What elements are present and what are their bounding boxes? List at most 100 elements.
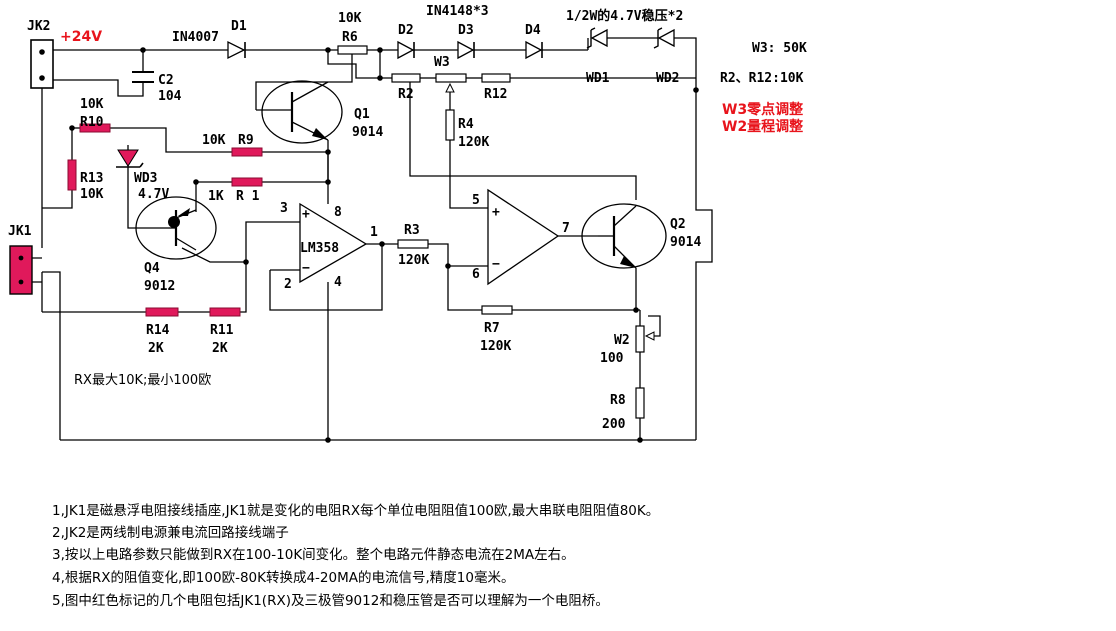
zener-wd2 (653, 27, 675, 49)
label-c2: C2 (158, 73, 174, 88)
label-d1-part: IN4007 (172, 30, 219, 45)
zener-wd3 (116, 149, 144, 168)
resistor-r8 (635, 387, 645, 419)
note-3: 3,按以上电路参数只能做到RX在100-10K间变化。整个电路元件静态电流在2M… (52, 547, 575, 563)
resistor-r12 (481, 73, 511, 83)
label-r2: R2 (398, 87, 414, 102)
opamp-a-pin-v: 8 (334, 205, 342, 220)
label-r8-value: 200 (602, 417, 626, 432)
opamp-a-pin-gnd: 4 (334, 275, 342, 290)
opamp-b-pin-plus: 5 (472, 193, 480, 208)
label-jk2: JK2 (27, 19, 50, 34)
label-q1: Q1 (354, 107, 370, 122)
opamp-a-pin-out: 1 (370, 225, 378, 240)
note-1: 1,JK1是磁悬浮电阻接线插座,JK1就是变化的电阻RX每个单位电阻阻值100欧… (52, 503, 660, 519)
adjust-note-w3: W3零点调整 (722, 101, 804, 118)
resistor-r13 (67, 159, 77, 191)
label-q1-part: 9014 (352, 125, 383, 140)
label-rx-range: RX最大10K;最小100欧 (74, 373, 211, 388)
wires (40, 37, 713, 441)
label-jk1: JK1 (8, 224, 32, 239)
resistor-r2 (391, 73, 421, 83)
spec-w3: W3: 50K (752, 41, 807, 56)
zener-wd1 (586, 27, 608, 49)
component-labels: JK2 +24V JK1 IN4007 D1 C2 104 10K R6 D2 … (8, 4, 807, 432)
pot-w2 (635, 325, 655, 353)
svg-text:+: + (492, 205, 500, 220)
label-r12: R12 (484, 87, 507, 102)
transistor-q2 (581, 203, 667, 269)
label-r6-value: 10K (338, 11, 362, 26)
label-r13: R13 (80, 171, 103, 186)
svg-text:+: + (302, 207, 310, 222)
opamp-a (299, 202, 368, 284)
label-zener-part: 1/2W的4.7V稳压*2 (566, 8, 683, 24)
label-d1: D1 (231, 19, 247, 34)
label-c2-value: 104 (158, 89, 182, 104)
resistor-r9 (231, 147, 263, 157)
resistor-r10 (79, 123, 111, 133)
jk1-connector (9, 245, 42, 295)
resistor-r11 (209, 307, 241, 317)
resistor-r3 (397, 239, 429, 249)
label-q4: Q4 (144, 261, 160, 276)
label-r1: R 1 (236, 189, 260, 204)
label-w2-value: 100 (600, 351, 624, 366)
note-4: 4,根据RX的阻值变化,即100欧-80K转换成4-20MA的电流信号,精度10… (52, 570, 515, 586)
label-r14-value: 2K (148, 341, 164, 356)
label-r4: R4 (458, 117, 474, 132)
opamp-a-pin-minus: 2 (284, 277, 292, 292)
label-q2-part: 9014 (670, 235, 701, 250)
label-r1-value: 1K (208, 189, 224, 204)
label-opamp: LM358 (300, 241, 339, 256)
svg-text:−: − (492, 257, 500, 272)
label-d2: D2 (398, 23, 414, 38)
label-q2: Q2 (670, 217, 686, 232)
opamp-b-pin-out: 7 (562, 221, 570, 236)
resistor-r14 (145, 307, 179, 317)
label-w3: W3 (434, 55, 450, 70)
note-2: 2,JK2是两线制电源兼电流回路接线端子 (52, 525, 289, 541)
note-5: 5,图中红色标记的几个电阻包括JK1(RX)及三极管9012和稳压管是否可以理解… (52, 593, 609, 609)
label-r13-value: 10K (80, 187, 104, 202)
transistor-q1 (256, 80, 343, 144)
diode-d3 (457, 40, 475, 60)
adjust-note-w2: W2量程调整 (722, 118, 804, 135)
label-r8: R8 (610, 393, 626, 408)
label-wd2: WD2 (656, 71, 679, 86)
label-wd1: WD1 (586, 71, 610, 86)
opamp-b (487, 188, 560, 286)
label-wd3-value: 4.7V (138, 187, 169, 202)
jk2-connector (30, 39, 54, 89)
opamp-b-pin-minus: 6 (472, 267, 480, 282)
label-r10: R10 (80, 115, 104, 130)
capacitor-c2 (132, 71, 154, 83)
resistor-r7 (481, 305, 513, 315)
opamp-a-pin-plus: 3 (280, 201, 288, 216)
label-r9: R9 (238, 133, 254, 148)
label-d3: D3 (458, 23, 474, 38)
resistor-r1 (231, 177, 263, 187)
label-r6: R6 (342, 30, 358, 45)
label-r4-value: 120K (458, 135, 489, 150)
label-d4: D4 (525, 23, 541, 38)
spec-r2-r12: R2、R12:10K (720, 71, 804, 86)
label-r7-value: 120K (480, 339, 511, 354)
label-w2: W2 (614, 333, 630, 348)
svg-text:−: − (302, 261, 310, 276)
label-r11-value: 2K (212, 341, 228, 356)
label-r10-value: 10K (80, 97, 104, 112)
pot-w3 (435, 73, 467, 93)
label-wd3: WD3 (134, 171, 157, 186)
diode-d2 (397, 40, 415, 60)
label-r3-value: 120K (398, 253, 429, 268)
diode-d1 (227, 40, 246, 60)
label-r7: R7 (484, 321, 500, 336)
label-r14: R14 (146, 323, 170, 338)
label-q4-part: 9012 (144, 279, 175, 294)
diode-d4 (525, 40, 543, 60)
label-supply: +24V (60, 29, 102, 45)
label-r11: R11 (210, 323, 234, 338)
